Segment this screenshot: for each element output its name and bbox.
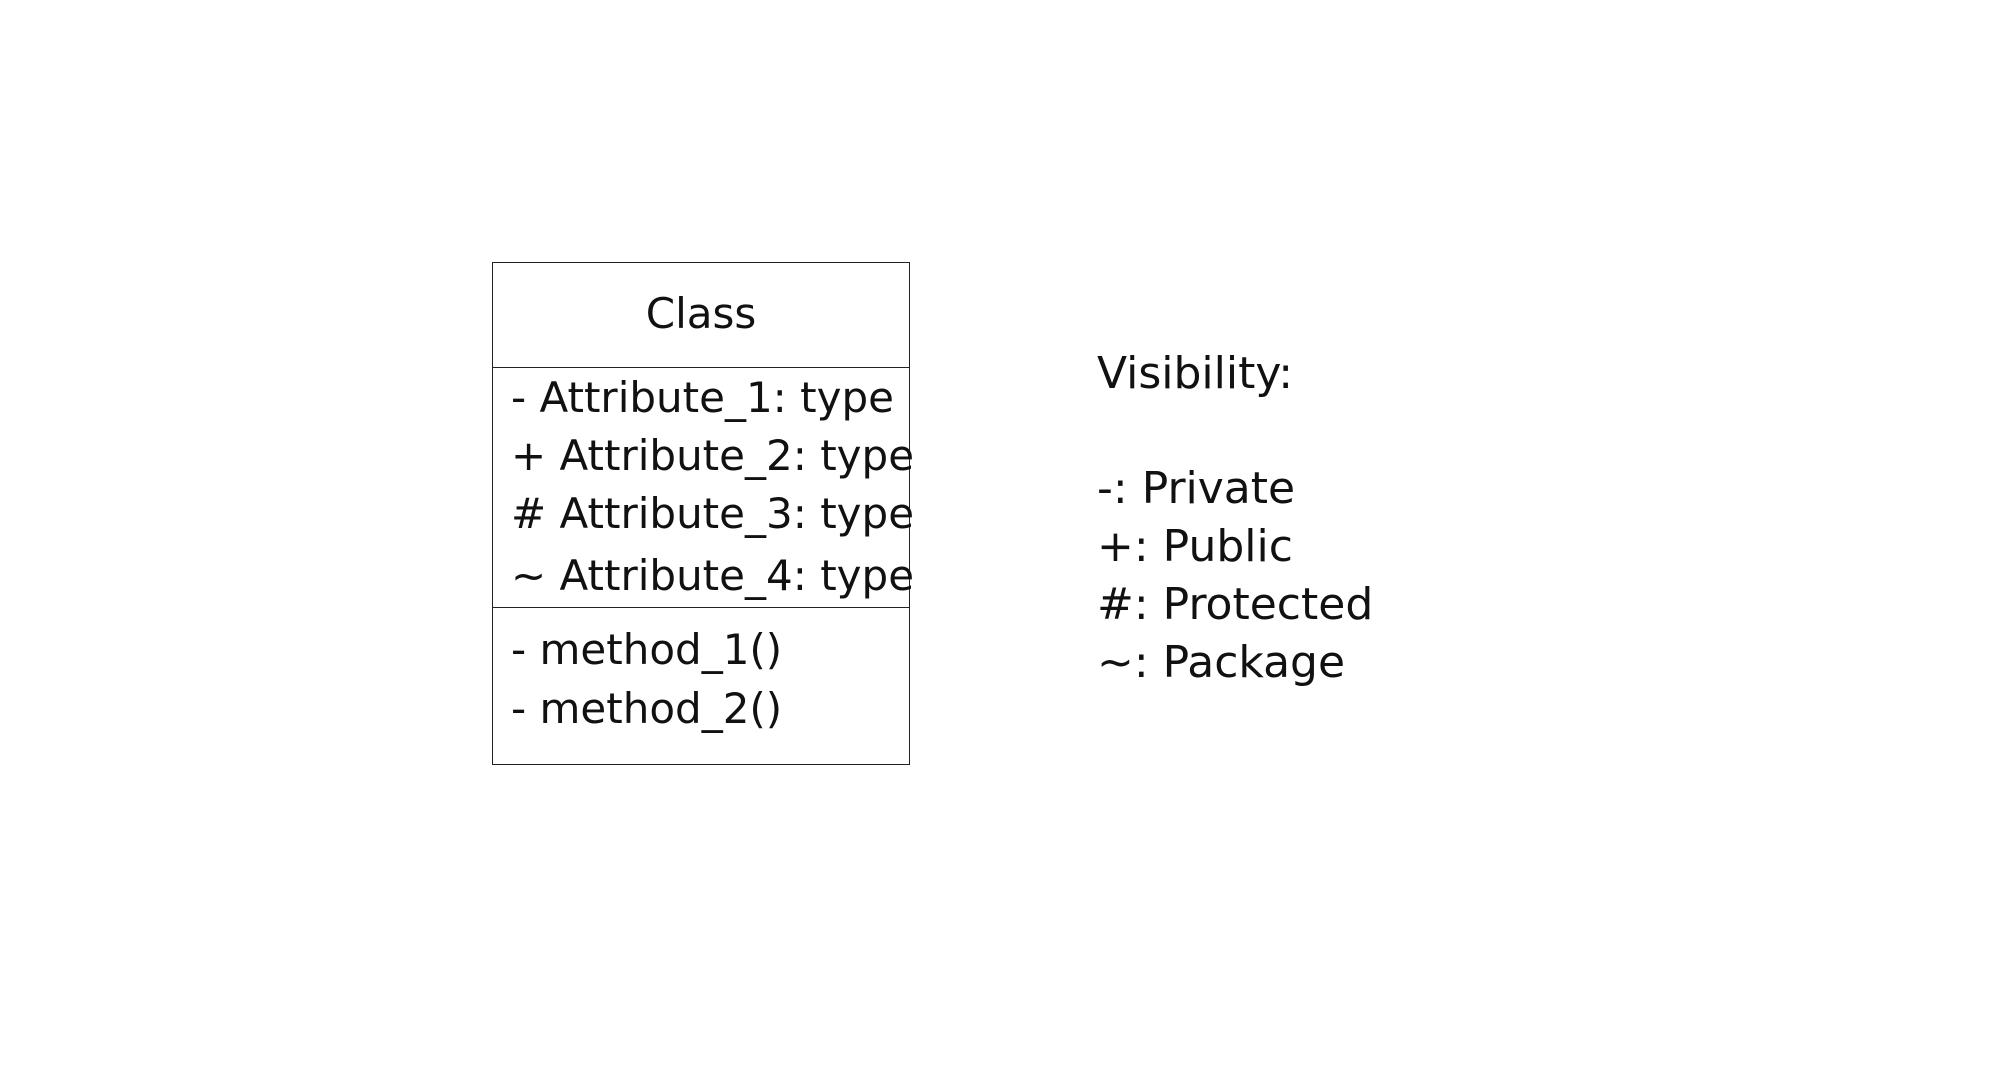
legend-private: -: Private xyxy=(1097,463,1296,514)
class-name-compartment: Class xyxy=(493,263,909,368)
uml-class-box: Class - Attribute_1: type + Attribute_2:… xyxy=(492,262,914,765)
attributes-compartment: - Attribute_1: type + Attribute_2: type … xyxy=(493,368,914,608)
methods-compartment: - method_1() - method_2() xyxy=(493,608,909,764)
method-1: - method_1() xyxy=(511,625,783,674)
attribute-2: + Attribute_2: type xyxy=(511,431,915,480)
class-name: Class xyxy=(645,289,757,338)
legend-public: +: Public xyxy=(1097,521,1293,572)
attribute-4: ~ Attribute_4: type xyxy=(511,551,915,600)
attribute-1: - Attribute_1: type xyxy=(511,373,895,422)
legend-title: Visibility: xyxy=(1097,348,1294,399)
attribute-3: # Attribute_3: type xyxy=(511,489,915,538)
legend-package: ~: Package xyxy=(1097,637,1346,688)
legend-protected: #: Protected xyxy=(1097,579,1374,630)
method-2: - method_2() xyxy=(511,684,783,733)
